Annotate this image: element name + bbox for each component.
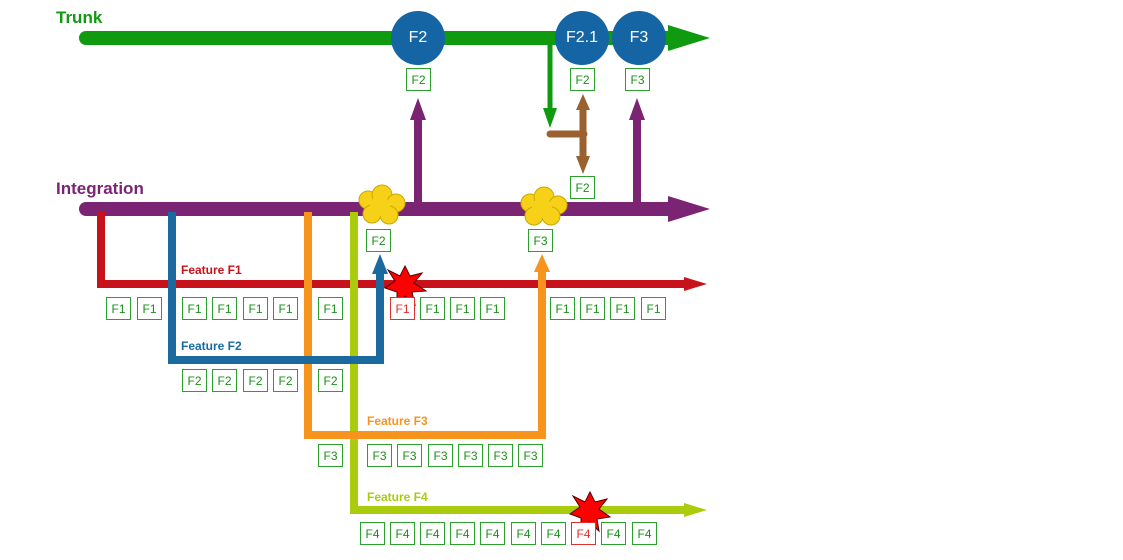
feature-f4-label: Feature F4 [367, 490, 428, 504]
f4-commit: F4 [360, 522, 385, 545]
merge-cloud-f3 [520, 186, 568, 226]
f2-commit: F2 [212, 369, 237, 392]
feature-f1-line [97, 212, 690, 288]
f1-commit: F1 [580, 297, 605, 320]
f4-commit: F4 [450, 522, 475, 545]
feature-f2-arrowhead [372, 254, 388, 274]
f4-commit: F4 [541, 522, 566, 545]
feature-f4-arrowhead [684, 503, 707, 517]
f1-commit: F1 [641, 297, 666, 320]
integration-commit: F2 [366, 229, 391, 252]
f3-commit: F3 [318, 444, 343, 467]
f1-commit: F1 [137, 297, 162, 320]
integration-up-f3-arrowhead [629, 98, 645, 120]
f1-commit: F1 [318, 297, 343, 320]
f3-commit: F3 [458, 444, 483, 467]
feature-f3-label: Feature F3 [367, 414, 428, 428]
feature-f3-line [304, 212, 546, 439]
f1-commit: F1 [450, 297, 475, 320]
merge-brown-down-arrowhead [576, 156, 590, 174]
f4-commit: F4 [420, 522, 445, 545]
f4-commit: F4 [632, 522, 657, 545]
f2-commit: F2 [182, 369, 207, 392]
f1-commit: F1 [610, 297, 635, 320]
f1-commit: F1 [480, 297, 505, 320]
f1-commit: F1 [106, 297, 131, 320]
f2-commit: F2 [273, 369, 298, 392]
feature-f2-line [168, 212, 384, 364]
feature-f1-label: Feature F1 [181, 263, 242, 277]
f1-commit: F1 [182, 297, 207, 320]
integration-up-f2-arrowhead [410, 98, 426, 120]
conflict-burst-f1 [383, 264, 428, 307]
f3-commit: F3 [488, 444, 513, 467]
f3-commit: F3 [367, 444, 392, 467]
f3-commit: F3 [397, 444, 422, 467]
f1-commit-conflict: F1 [390, 297, 415, 320]
release-f2-circle: F2 [391, 11, 445, 65]
release-f3-circle: F3 [612, 11, 666, 65]
feature-f1-arrowhead [684, 277, 707, 291]
feature-f3-arrowhead [534, 254, 550, 272]
integration-commit: F3 [528, 229, 553, 252]
f3-commit: F3 [428, 444, 453, 467]
trunk-arrowhead [668, 25, 710, 51]
f1-commit: F1 [273, 297, 298, 320]
f1-commit: F1 [550, 297, 575, 320]
f3-commit: F3 [518, 444, 543, 467]
trunk-commit: F2 [406, 68, 431, 91]
f2-commit: F2 [318, 369, 343, 392]
f4-commit-conflict: F4 [571, 522, 596, 545]
f4-commit: F4 [390, 522, 415, 545]
f4-commit: F4 [511, 522, 536, 545]
merge-brown-up-arrowhead [576, 94, 590, 110]
trunk-label: Trunk [56, 8, 103, 27]
f1-commit: F1 [212, 297, 237, 320]
f4-commit: F4 [601, 522, 626, 545]
merge-cloud-f2 [358, 184, 406, 225]
trunk-commit: F3 [625, 68, 650, 91]
release-f21-circle: F2.1 [555, 11, 609, 65]
integration-arrowhead [668, 196, 710, 222]
trunk-down-arrowhead [543, 108, 557, 128]
integration-label: Integration [56, 179, 144, 198]
f1-commit: F1 [243, 297, 268, 320]
integration-commit: F2 [570, 176, 595, 199]
f4-commit: F4 [480, 522, 505, 545]
f2-commit: F2 [243, 369, 268, 392]
feature-f2-label: Feature F2 [181, 339, 242, 353]
f1-commit: F1 [420, 297, 445, 320]
trunk-commit: F2 [570, 68, 595, 91]
